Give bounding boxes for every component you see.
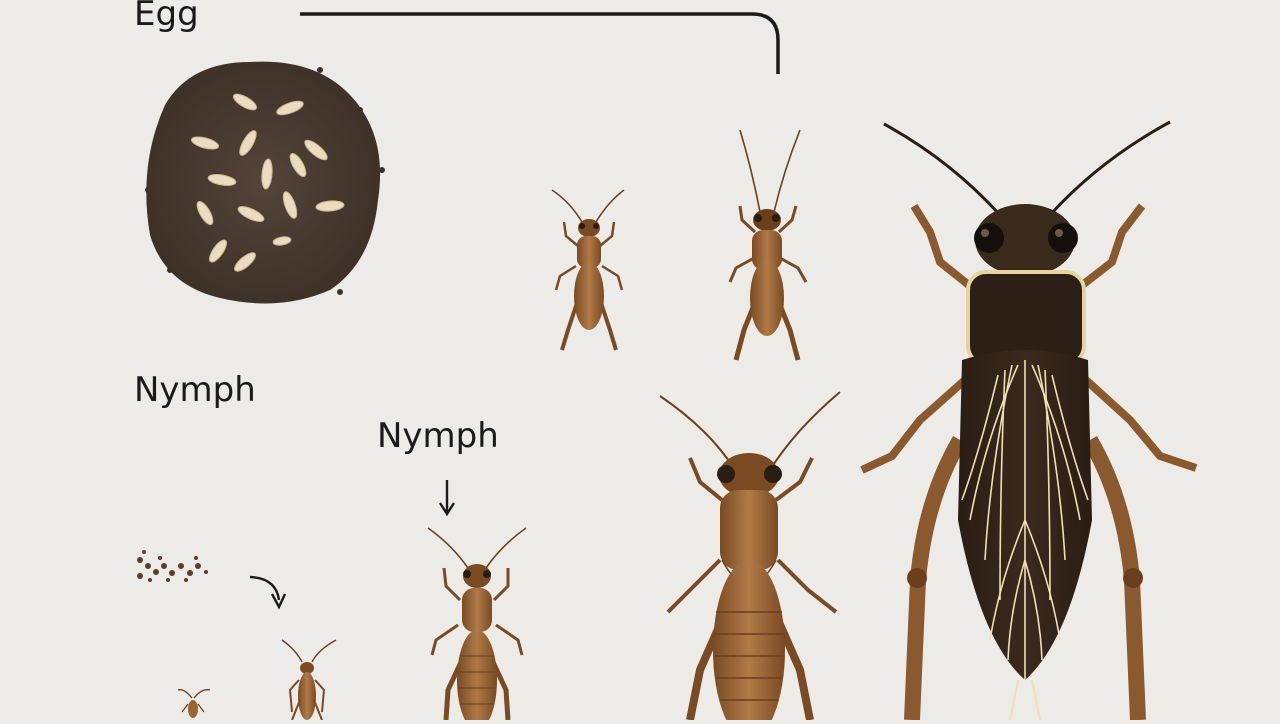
young-nymph-top xyxy=(551,189,625,351)
adult-cricket xyxy=(860,120,1198,721)
mid-nymph-top xyxy=(728,129,808,361)
young-nymph-bottom xyxy=(427,527,527,724)
label-nymph-center: Nymph xyxy=(377,416,499,456)
small-egg-patch xyxy=(137,550,208,582)
label-nymph-left: Nymph xyxy=(134,370,256,410)
connector-line-icon xyxy=(300,12,780,74)
tiny-nymph-1 xyxy=(177,689,211,718)
down-arrow-icon xyxy=(438,480,456,517)
curved-arrow-icon xyxy=(249,575,287,610)
late-nymph xyxy=(659,391,841,724)
label-egg: Egg xyxy=(134,0,199,34)
tiny-nymph-2 xyxy=(281,639,337,721)
egg-cluster xyxy=(145,61,385,304)
